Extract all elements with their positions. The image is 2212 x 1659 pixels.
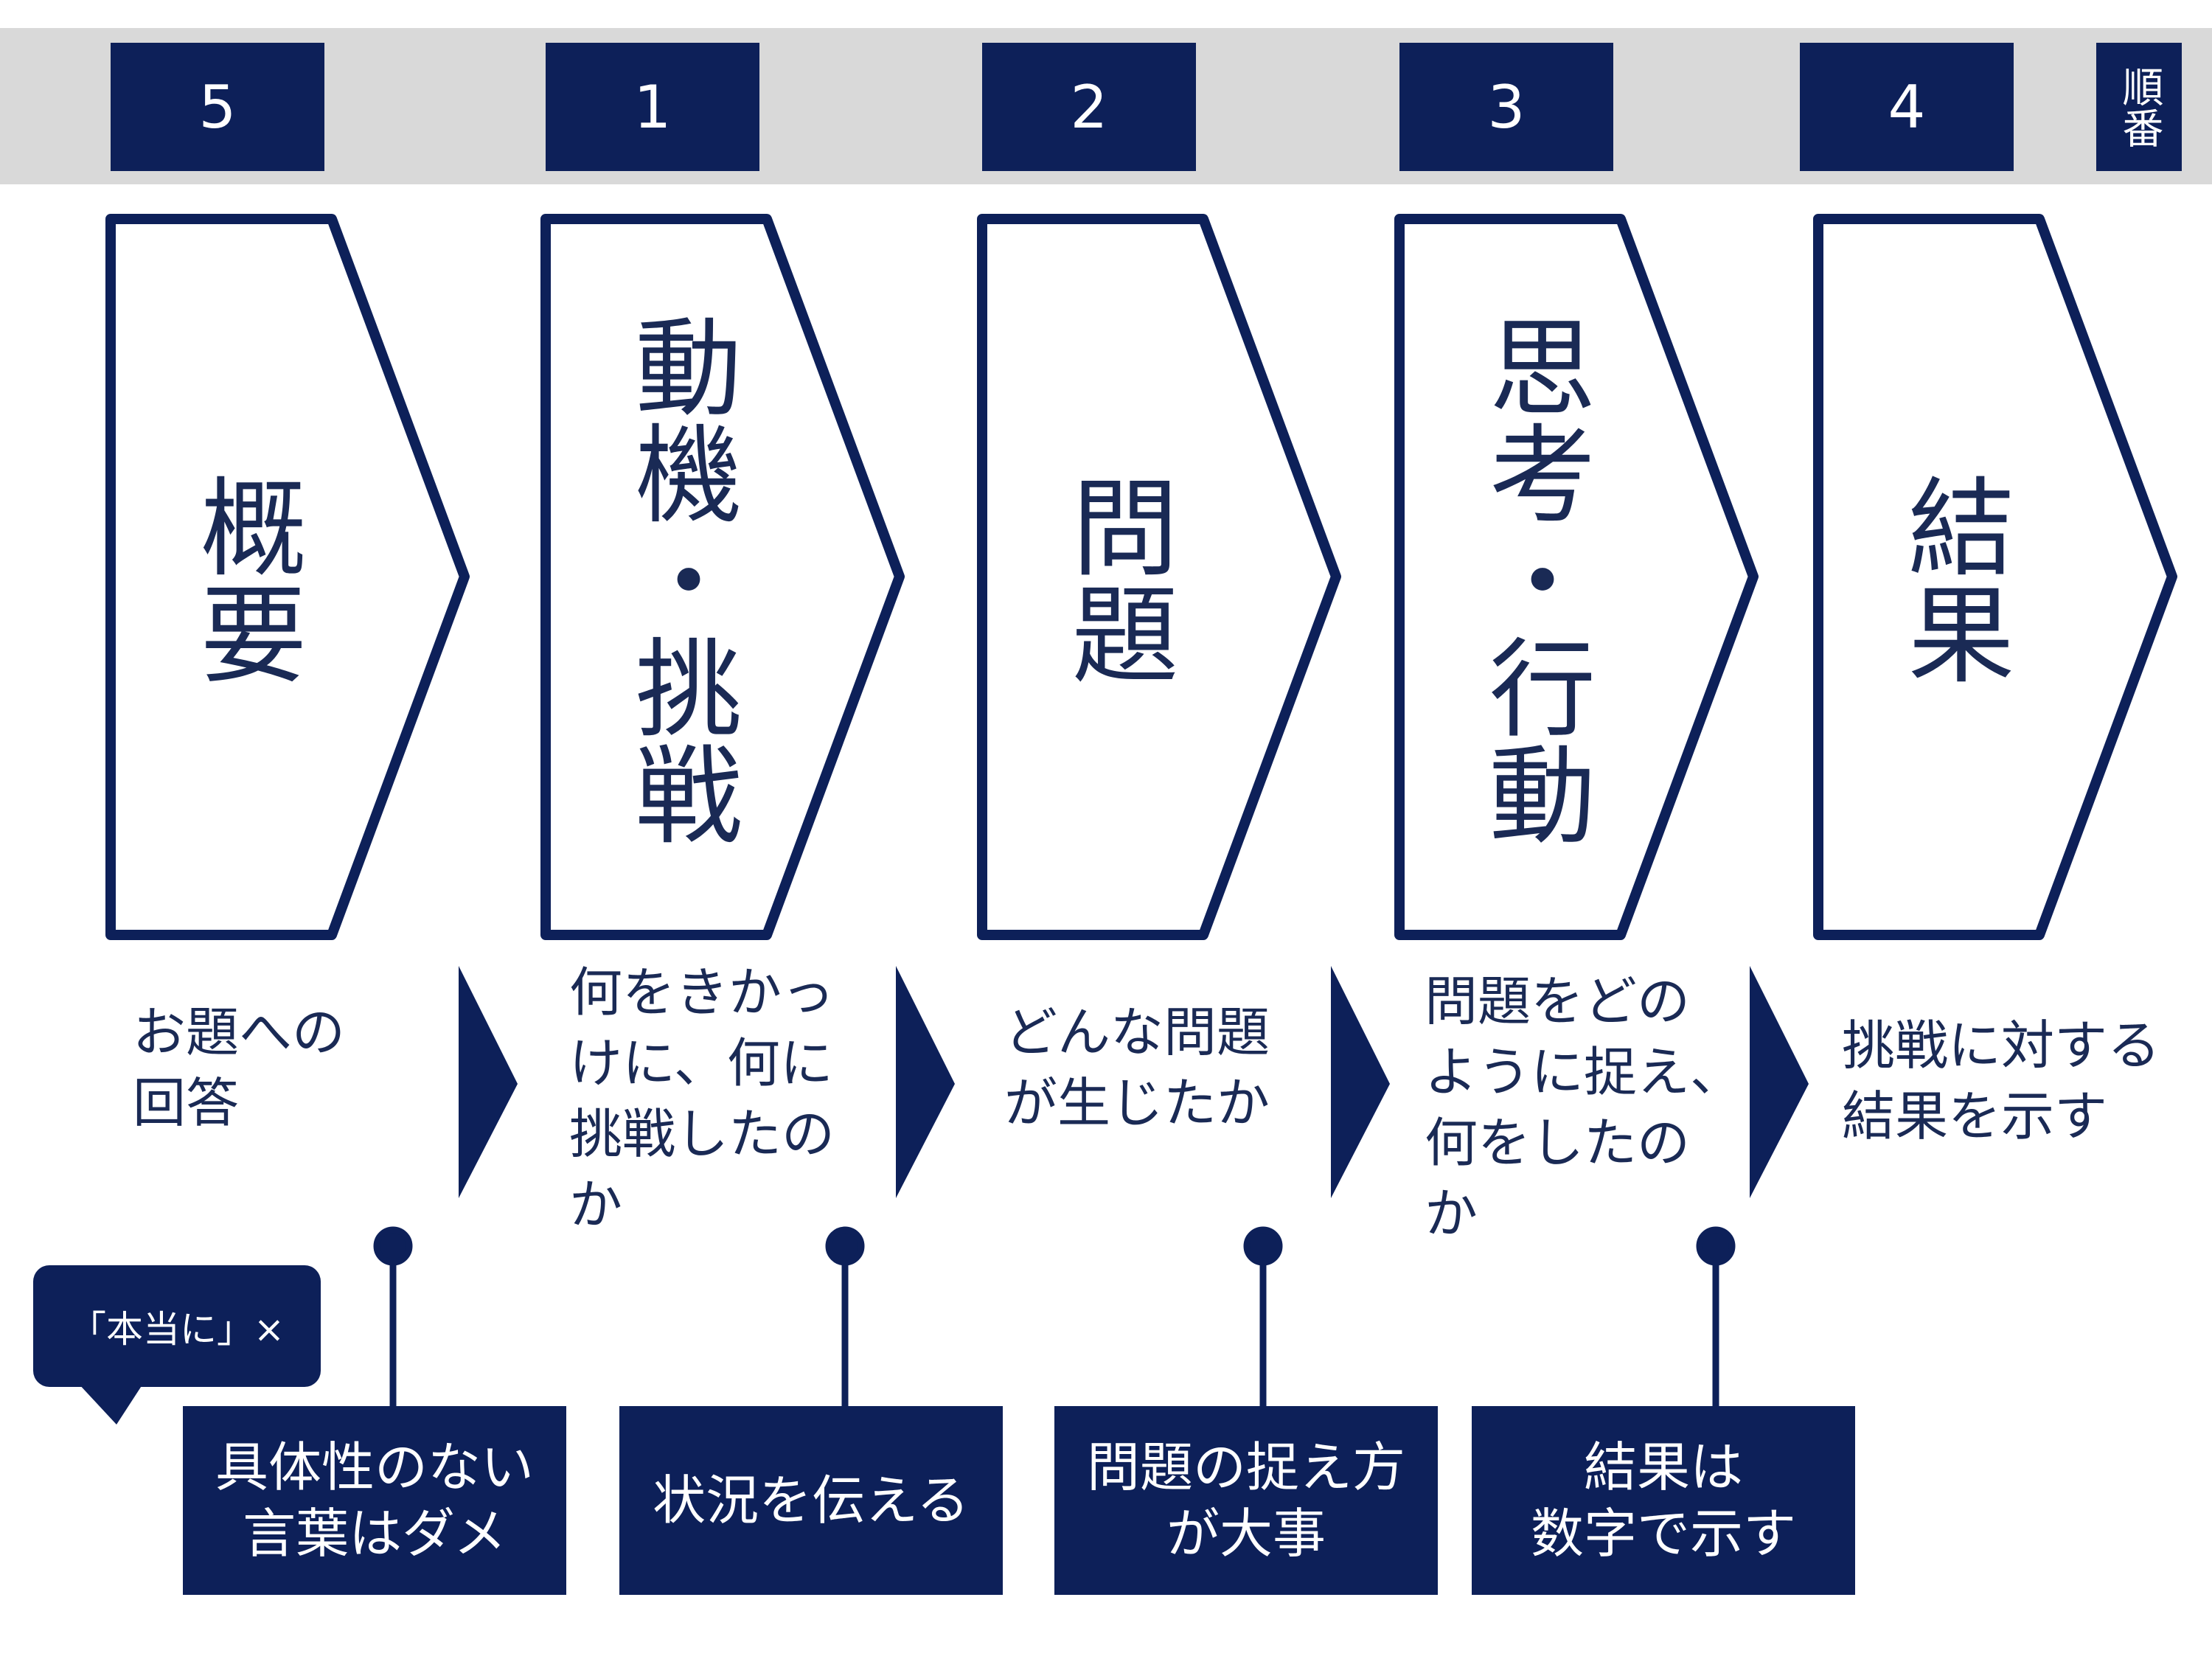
step-title-2: 動機・挑戦: [616, 311, 741, 846]
flow-arrow-icon-4: [1750, 966, 1809, 1198]
connector-dot-1: [373, 1226, 413, 1266]
connector-dot-4: [1696, 1226, 1736, 1266]
flow-arrow-icon-3: [1331, 966, 1390, 1198]
order-label: 順番: [2096, 43, 2182, 171]
order-number-step-5: 4: [1800, 43, 2014, 171]
step-chevron-2: [540, 214, 905, 940]
order-number-step-3: 2: [982, 43, 1196, 171]
flow-arrow-icon-2: [896, 966, 955, 1198]
speech-bubble: 「本当に」×: [33, 1265, 321, 1387]
note-box-3: 問題の捉え方 が大事: [1054, 1406, 1438, 1595]
step-description-1: お題への 回答: [133, 1001, 346, 1134]
step-title-1: 概要: [181, 472, 306, 686]
order-number-step-2: 1: [546, 43, 759, 171]
order-number-step-1: 5: [111, 43, 324, 171]
step-title-3: 問題: [1053, 472, 1178, 686]
step-title-4: 思考・行動: [1470, 311, 1595, 846]
note-box-4: 結果は 数字で示す: [1472, 1406, 1855, 1595]
step-title-5: 結果: [1889, 472, 2014, 686]
note-box-2: 状況を伝える: [619, 1406, 1003, 1595]
step-description-2: 何をきかっ けに、何に 挑戦したの か: [569, 961, 835, 1236]
order-number-step-4: 3: [1399, 43, 1613, 171]
flow-arrow-icon-1: [459, 966, 518, 1198]
connector-dot-3: [1243, 1226, 1283, 1266]
connector-dot-2: [825, 1226, 865, 1266]
step-description-4: 問題をどの ように捉え、 何をしたの か: [1425, 970, 1744, 1245]
step-chevron-5: [1813, 214, 2177, 940]
step-description-5: 挑戦に対する 結果を示す: [1842, 1015, 2161, 1147]
step-chevron-3: [977, 214, 1341, 940]
step-chevron-4: [1394, 214, 1759, 940]
note-box-1: 具体性のない 言葉はダメ: [183, 1406, 566, 1595]
step-chevron-1: [105, 214, 470, 940]
step-description-3: どんな問題 が生じたか: [1004, 1001, 1270, 1134]
speech-bubble-tail: [77, 1382, 144, 1425]
